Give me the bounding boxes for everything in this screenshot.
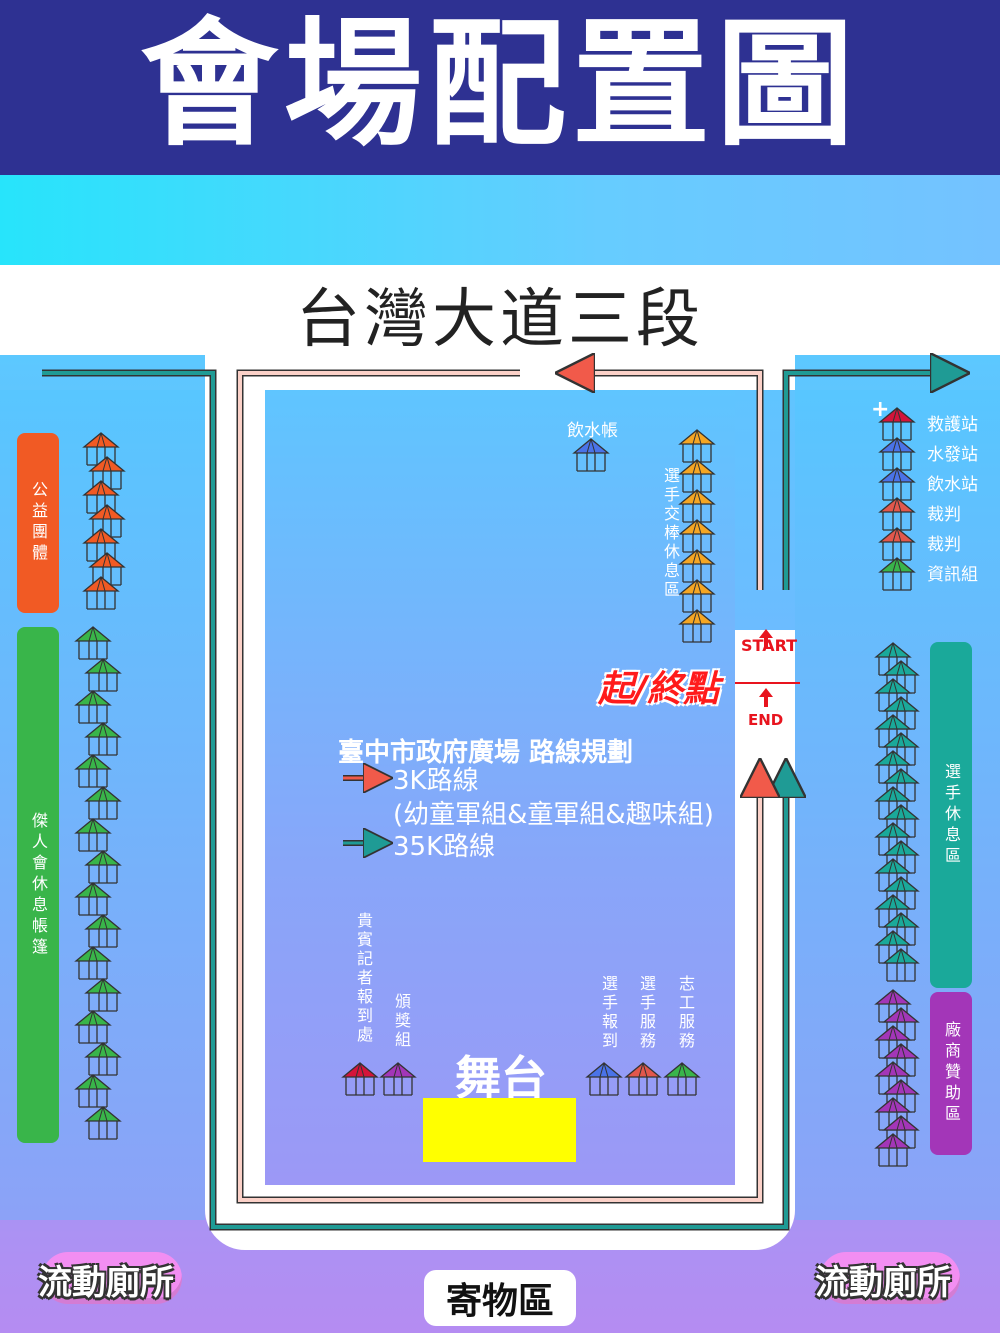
tent-icon-jci	[84, 658, 122, 692]
tent-icon-jci	[74, 754, 112, 788]
tent-icon-charity	[82, 432, 120, 466]
tent-icon-charity	[82, 480, 120, 514]
athlete-checkin-label: 選手報到	[599, 975, 618, 1051]
page-title: 會場配置圖	[139, 4, 860, 165]
end-label: END	[748, 711, 784, 729]
road-name: 台灣大道三段	[296, 283, 704, 357]
sponsor-area-label: 廠商贊助區	[930, 992, 972, 1155]
tent-icon-jci	[74, 1074, 112, 1108]
tent-icon-jci	[74, 690, 112, 724]
stage-label: 舞台	[455, 1051, 547, 1105]
tent-icon-jci	[84, 914, 122, 948]
tent-icon-legend	[878, 527, 916, 561]
toilet-right-label: 流動廁所	[815, 1263, 951, 1303]
tent-icon-award	[379, 1062, 417, 1096]
road-strip	[0, 265, 1000, 355]
header-banner	[0, 0, 1000, 175]
legend-drinking-station: 飲水站	[927, 475, 978, 495]
start-label: START	[741, 636, 798, 655]
tent-icon-jci	[74, 882, 112, 916]
legend-list: 救護站 水發站 飲水站 裁判 裁判 資訊組	[927, 410, 978, 590]
tent-icon-jci	[84, 786, 122, 820]
tent-icon-charity	[82, 528, 120, 562]
legend-referee-2: 裁判	[927, 535, 961, 555]
top-band	[0, 175, 1000, 265]
route-3k-label: 3K路線	[393, 766, 479, 796]
tent-icon-relay	[678, 459, 716, 493]
tent-icon-legend	[878, 557, 916, 591]
tent-icon-relay	[678, 519, 716, 553]
athlete-service-label: 選手服務	[637, 975, 656, 1051]
water-tent-label: 飲水帳	[567, 421, 618, 441]
toilet-left-label: 流動廁所	[38, 1263, 174, 1303]
toilet-right-badge	[820, 1252, 960, 1304]
tent-icon-jci	[74, 1010, 112, 1044]
athlete-rest-area-label: 選手休息區	[930, 642, 972, 988]
award-group-label: 頒獎組	[392, 993, 411, 1050]
route-plan-title: 臺中市政府廣場 路線規劃	[338, 738, 634, 768]
tent-icon-water	[572, 438, 610, 472]
tent-icon-athlete-rest	[874, 678, 912, 712]
tent-icon-athlete-rest	[874, 642, 912, 676]
charity-area-label: 公益團體	[17, 433, 59, 613]
start-finish-label: 起/終點	[598, 669, 720, 710]
route-3k-groups: (幼童軍組&童軍組&趣味組)	[393, 800, 714, 830]
legend-info: 資訊組	[927, 565, 978, 585]
vip-press-checkin-label: 貴賓記者報到處	[354, 912, 373, 1045]
relay-rest-area-label: 選手交棒休息區	[661, 467, 680, 600]
tent-icon-relay	[678, 609, 716, 643]
tent-icon-legend	[878, 467, 916, 501]
legend-first-aid: 救護站	[927, 415, 978, 435]
tent-icon-relay	[678, 489, 716, 523]
city-hall-plaza	[265, 390, 735, 1185]
route-35k-label: 35K路線	[393, 832, 496, 862]
tent-icon-jci	[84, 1042, 122, 1076]
tent-icon-charity	[82, 576, 120, 610]
tent-icon-vip	[341, 1062, 379, 1096]
jci-rest-tent-label: 傑人會休息帳篷	[17, 627, 59, 1143]
legend-referee-1: 裁判	[927, 505, 961, 525]
tent-icon-jci	[84, 978, 122, 1012]
tent-icon-athlete-rest	[882, 660, 920, 694]
tent-icon-legend	[878, 407, 916, 441]
tent-icon-jci	[74, 818, 112, 852]
tent-icon-relay	[678, 579, 716, 613]
first-aid-cross-icon: +	[871, 397, 890, 422]
volunteer-service-label: 志工服務	[676, 975, 695, 1051]
tent-icon-legend	[878, 437, 916, 471]
tent-icon-checkin	[585, 1062, 623, 1096]
tent-icon-charity	[88, 552, 126, 586]
tent-icon-jci	[84, 722, 122, 756]
tent-icon-legend	[878, 497, 916, 531]
tent-icon-jci	[84, 1106, 122, 1140]
tent-icon-service	[624, 1062, 662, 1096]
tent-icon-sponsor	[874, 1133, 912, 1167]
tent-icon-jci	[84, 850, 122, 884]
tent-icon-relay	[678, 549, 716, 583]
tent-icon-relay	[678, 429, 716, 463]
tent-icon-jci	[74, 946, 112, 980]
tent-icon-charity	[88, 504, 126, 538]
storage-area: 寄物區	[424, 1270, 576, 1326]
legend-water-supply: 水發站	[927, 445, 978, 465]
tent-icon-volunteer	[663, 1062, 701, 1096]
tent-icon-charity	[88, 456, 126, 490]
toilet-left-badge	[42, 1252, 182, 1304]
tent-icon-jci	[74, 626, 112, 660]
stage	[423, 1098, 576, 1162]
tent-icon-athlete-rest	[882, 948, 920, 982]
